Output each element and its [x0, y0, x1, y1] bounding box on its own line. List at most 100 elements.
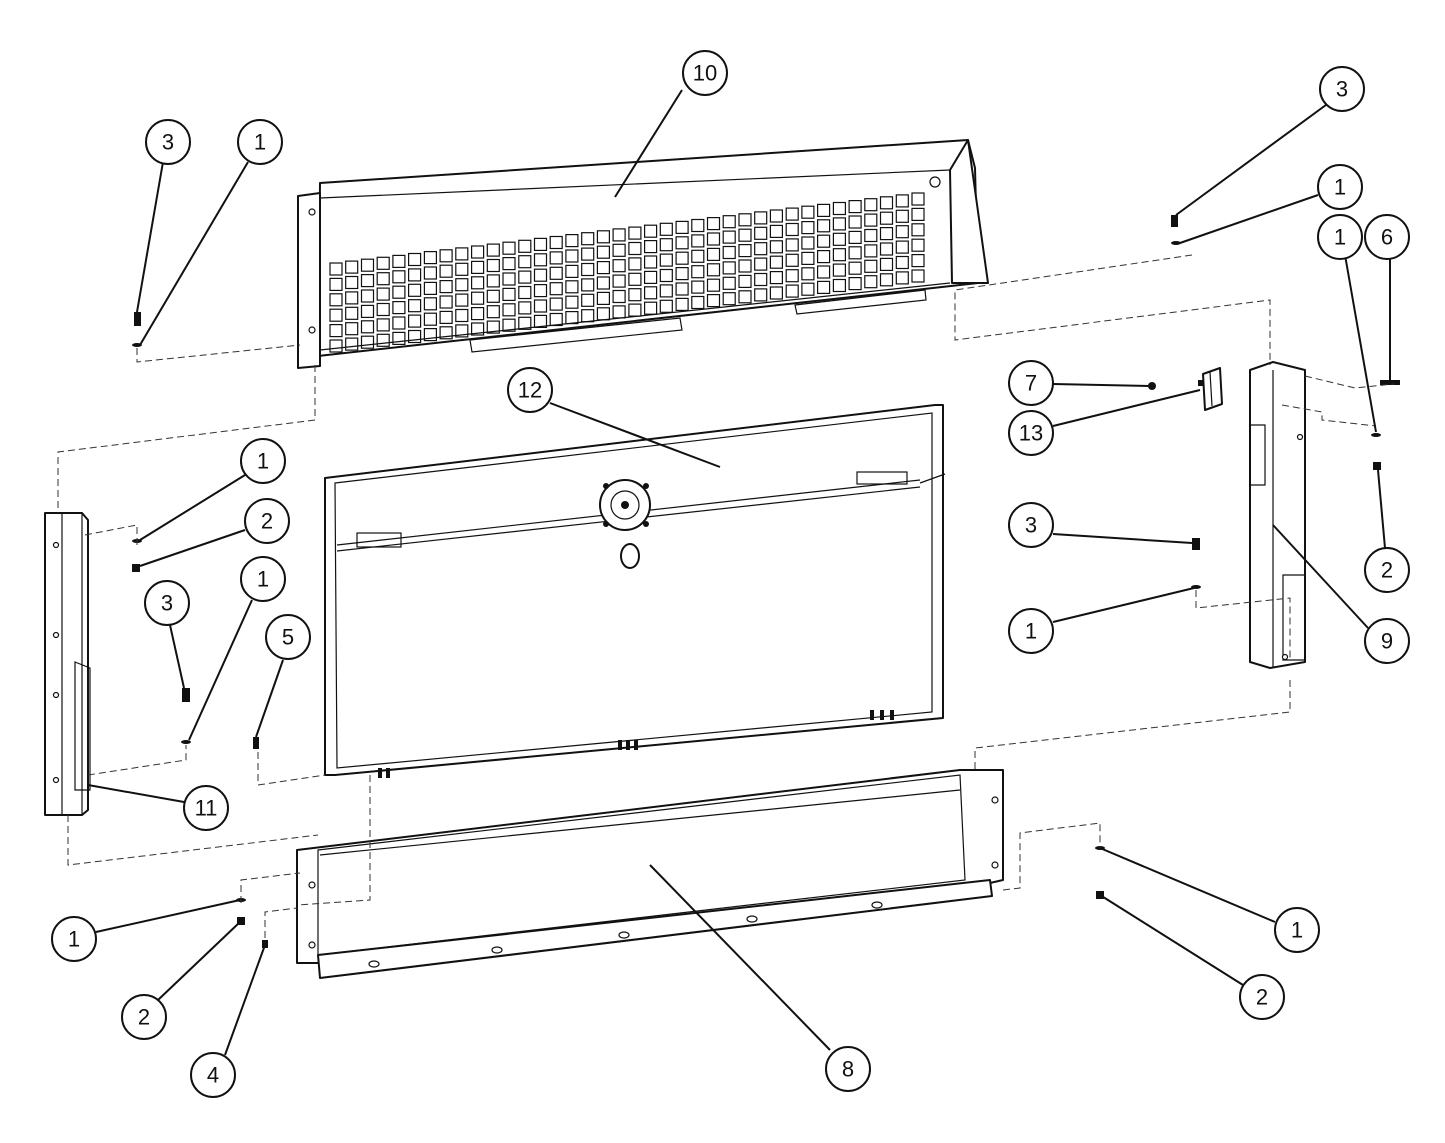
louver-opening — [816, 250, 831, 264]
louver-opening — [471, 260, 485, 274]
louver-opening — [754, 288, 768, 302]
callout-12-label: 12 — [518, 378, 542, 403]
louver-opening — [785, 207, 799, 221]
louver-opening — [801, 236, 815, 250]
louver-opening — [533, 299, 548, 313]
louver-opening — [691, 280, 705, 294]
louver-opening — [691, 249, 705, 263]
callout-2-bottom-right-label: 2 — [1256, 985, 1268, 1010]
louver-opening — [423, 312, 437, 326]
louver-opening — [612, 259, 626, 273]
louver-opening — [643, 270, 658, 284]
louver-opening — [518, 316, 532, 330]
louver-opening — [785, 222, 799, 237]
louver-opening — [754, 257, 768, 271]
callout-1-top-left: 1 — [237, 119, 283, 165]
louver-opening — [360, 304, 375, 318]
louver-opening — [832, 248, 847, 262]
louver-opening — [848, 246, 862, 260]
louver-opening — [706, 294, 721, 308]
louver-opening — [738, 259, 752, 273]
louver-opening — [518, 239, 532, 253]
louver-opening — [628, 257, 642, 271]
callout-1-bottom-right: 1 — [1274, 907, 1320, 953]
louver-opening — [864, 198, 878, 212]
louver-opening — [832, 278, 847, 293]
callout-2-bottom-left-label: 2 — [138, 1005, 150, 1030]
louver-opening — [911, 192, 925, 206]
louver-opening — [848, 261, 862, 275]
louver-opening — [832, 232, 847, 246]
louver-opening — [706, 278, 721, 292]
louver-opening — [769, 224, 784, 238]
louver-opening — [408, 252, 422, 267]
louver-opening — [423, 266, 437, 280]
louver-opening — [754, 226, 768, 240]
louver-opening — [565, 280, 579, 294]
louver-opening — [486, 243, 500, 257]
louver-opening — [486, 274, 500, 288]
louver-opening — [502, 257, 516, 271]
louver-opening — [675, 297, 689, 311]
callout-12: 12 — [507, 367, 553, 413]
louver-opening — [423, 297, 437, 311]
louver-opening — [659, 238, 673, 252]
louver-opening — [738, 228, 752, 242]
louver-opening — [376, 333, 390, 347]
louver-opening — [785, 238, 799, 252]
louver-opening — [376, 318, 390, 332]
rotary-latch — [599, 479, 651, 569]
louver-opening — [439, 249, 453, 263]
leader-lines — [87, 89, 1391, 1056]
louver-opening — [816, 203, 831, 217]
callout-3-top-right-label: 3 — [1336, 77, 1348, 102]
callout-2-bottom-right: 2 — [1239, 974, 1285, 1020]
louver-opening — [659, 284, 673, 298]
louver-opening — [518, 285, 532, 300]
louver-opening — [895, 271, 909, 285]
louver-opening — [533, 237, 548, 251]
callout-3-mid-right: 3 — [1008, 502, 1054, 548]
louver-opening — [832, 263, 847, 277]
callout-2-right-label: 2 — [1381, 558, 1393, 583]
callout-5: 5 — [265, 614, 311, 660]
louver-opening — [785, 253, 799, 267]
louver-opening — [455, 278, 469, 292]
callout-13: 13 — [1008, 410, 1054, 456]
louver-opening — [659, 222, 673, 236]
louver-opening — [754, 211, 768, 225]
louver-opening — [801, 282, 815, 296]
louver-opening — [816, 280, 831, 294]
louver-opening — [879, 273, 894, 287]
louver-opening — [785, 284, 799, 298]
louver-opening — [392, 301, 406, 315]
callout-9-label: 9 — [1381, 629, 1393, 654]
louver-opening — [329, 324, 343, 338]
callout-10: 10 — [682, 50, 728, 96]
callout-2-right: 2 — [1364, 547, 1410, 593]
louver-opening — [895, 225, 909, 239]
louver-opening — [408, 329, 422, 344]
callout-1-bottom-left-label: 1 — [68, 927, 80, 952]
callout-4: 4 — [190, 1052, 236, 1098]
louver-opening — [439, 264, 453, 278]
louver-opening — [455, 247, 469, 261]
louver-opening — [345, 322, 359, 336]
louver-opening — [565, 295, 579, 309]
louver-opening — [392, 270, 406, 284]
louver-opening — [832, 201, 847, 216]
louver-opening — [549, 266, 563, 280]
louver-opening — [848, 200, 862, 214]
louver-opening — [675, 251, 689, 265]
callout-2-bottom-left: 2 — [121, 994, 167, 1040]
callout-1-mid-right: 1 — [1008, 608, 1054, 654]
callout-1-right-label: 1 — [1334, 225, 1346, 250]
louver-opening — [675, 236, 689, 250]
louver-opening — [879, 211, 894, 225]
part-9-right-upright — [1249, 361, 1306, 669]
callout-3-top-left: 3 — [145, 119, 191, 165]
louver-opening — [518, 301, 532, 315]
louver-opening — [581, 232, 595, 246]
louver-opening — [911, 254, 925, 268]
